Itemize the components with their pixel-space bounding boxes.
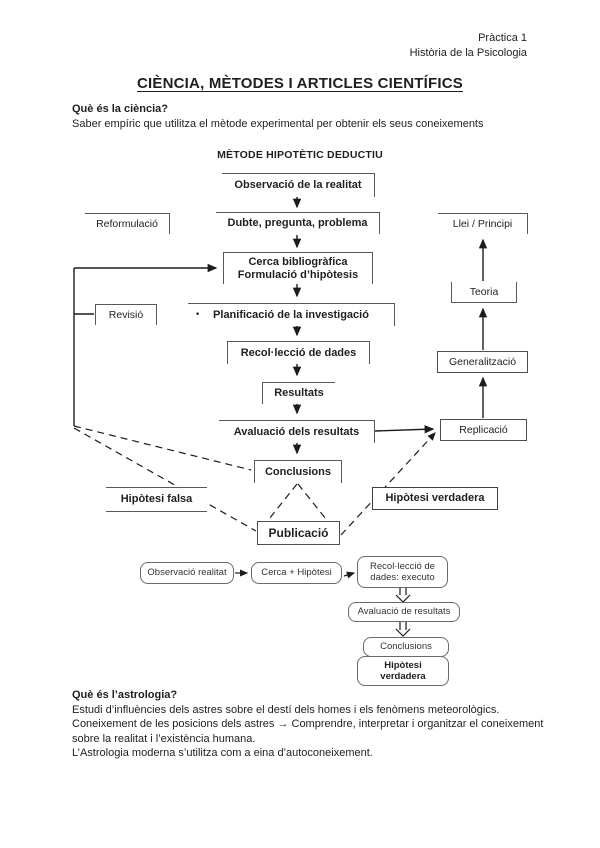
method-title: MÈTODE HIPOTÈTIC DEDUCTIU bbox=[217, 149, 383, 161]
mini-box-hipotesi-verdadera: Hipòtesi verdadera bbox=[357, 656, 449, 686]
mini-box-recolleccio: Recol·lecció de dades: executo bbox=[357, 556, 448, 588]
flow-box-reformulacio: Reformulació bbox=[85, 213, 170, 234]
flow-box-cerca: Cerca bibliogràfica Formulació d’hipòtes… bbox=[223, 252, 373, 284]
science-intro: Què és la ciència? Saber empíric que uti… bbox=[72, 102, 542, 131]
mini-box-conclusions: Conclusions bbox=[363, 637, 449, 657]
flow-box-dubte: Dubte, pregunta, problema bbox=[216, 212, 380, 234]
flow-box-planificacio: • Planificació de la investigació bbox=[188, 303, 395, 326]
flow-box-hipotesi-falsa: Hipòtesi falsa bbox=[106, 487, 207, 512]
mini-box-observacio: Observació realitat bbox=[140, 562, 234, 584]
flow-box-resultats: Resultats bbox=[262, 382, 335, 404]
astrology-line1: Estudi d’influències dels astres sobre e… bbox=[72, 703, 500, 716]
mini-box-cerca: Cerca + Hipòtesi bbox=[251, 562, 342, 584]
flow-box-cerca-line2: Formulació d’hipòtesis bbox=[237, 268, 359, 281]
astrology-section: Què és l’astrologia? Estudi d’influèncie… bbox=[72, 688, 554, 761]
header-practica: Pràctica 1 bbox=[478, 32, 527, 44]
mini-hipotesi-line1: Hipòtesi bbox=[384, 659, 422, 671]
flow-box-generalitzacio: Generalització bbox=[437, 351, 528, 373]
astrology-line2: Coneixement de les posicions dels astres… bbox=[72, 718, 544, 745]
flow-box-revisio: Revisió bbox=[95, 304, 157, 325]
science-answer: Saber empíric que utilitza el mètode exp… bbox=[72, 117, 484, 130]
flow-box-llei-principi: Llei / Principi bbox=[438, 213, 528, 234]
flow-box-publicacio: Publicació bbox=[257, 521, 340, 545]
flow-box-teoria: Teoria bbox=[451, 282, 517, 303]
mini-recolleccio-line2: dades: executo bbox=[370, 572, 435, 583]
planificacio-bullet: • bbox=[196, 308, 200, 319]
mini-hipotesi-line2: verdadera bbox=[380, 671, 426, 682]
flow-box-avaluacio: Avaluació dels resultats bbox=[219, 420, 375, 443]
flow-box-replicacio: Replicació bbox=[440, 419, 527, 441]
flow-box-hipotesi-verdadera: Hipòtesi verdadera bbox=[372, 487, 498, 510]
mini-box-avaluacio: Avaluació de resultats bbox=[348, 602, 460, 622]
flow-box-recolleccio: Recol·lecció de dades bbox=[227, 341, 370, 364]
astrology-question: Què és l’astrologia? bbox=[72, 689, 178, 701]
flow-box-planificacio-label: Planificació de la investigació bbox=[213, 308, 369, 321]
astrology-line3: L’Astrologia moderna s’utilitza com a ei… bbox=[72, 747, 373, 759]
flow-box-conclusions: Conclusions bbox=[254, 460, 342, 483]
page-title: CIÈNCIA, MÈTODES I ARTICLES CIENTÍFICS bbox=[137, 75, 463, 92]
science-question: Què és la ciència? bbox=[72, 103, 168, 115]
flow-box-cerca-line1: Cerca bibliogràfica bbox=[248, 255, 348, 268]
mini-recolleccio-line1: Recol·lecció de bbox=[370, 560, 435, 572]
header-course: Història de la Psicologia bbox=[409, 47, 527, 59]
flow-box-observacio: Observació de la realitat bbox=[222, 173, 375, 197]
page-header: Pràctica 1 Història de la Psicologia bbox=[410, 31, 527, 61]
